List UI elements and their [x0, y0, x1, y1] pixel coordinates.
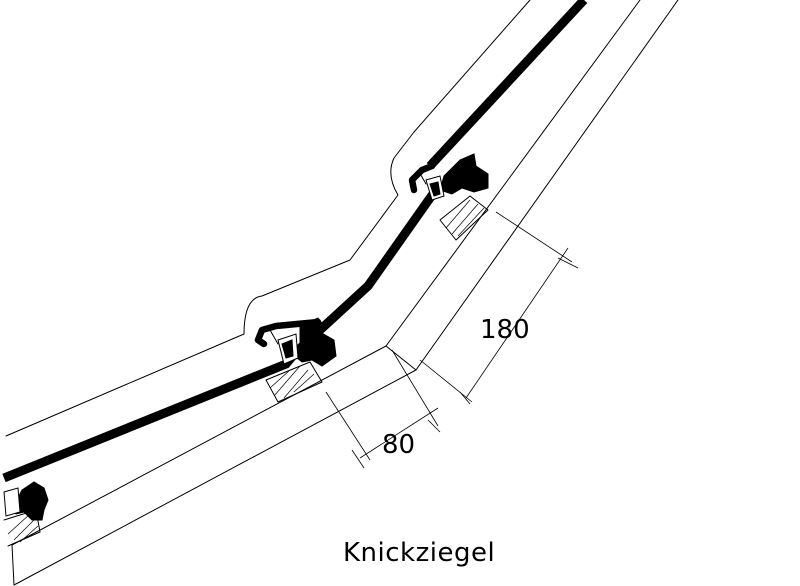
- drawing-caption: Knickziegel: [343, 538, 496, 568]
- tile-section-upper: [426, 0, 588, 170]
- roof-underlay-line-upper: [11, 0, 641, 546]
- tile-nose-upper: [408, 162, 436, 194]
- dimension-label-80: 80: [382, 430, 416, 460]
- dimension-line-80: [325, 349, 441, 469]
- lower-interlock-detail: [269, 317, 337, 367]
- tile-outer-outline: [5, 0, 531, 437]
- dimension-line-180: [419, 211, 579, 405]
- upper-batten: [439, 195, 489, 241]
- lower-batten: [265, 361, 323, 403]
- roof-underlay-line-lower: [13, 0, 679, 586]
- roof-underlay-left-edge: [11, 544, 15, 586]
- upper-interlock-detail: [417, 153, 489, 201]
- dimension-label-180: 180: [480, 315, 530, 345]
- tile-nose-lower: [254, 318, 322, 348]
- roof-underlay-knee-link: [385, 345, 417, 371]
- left-edge-interlock-detail: [3, 481, 49, 547]
